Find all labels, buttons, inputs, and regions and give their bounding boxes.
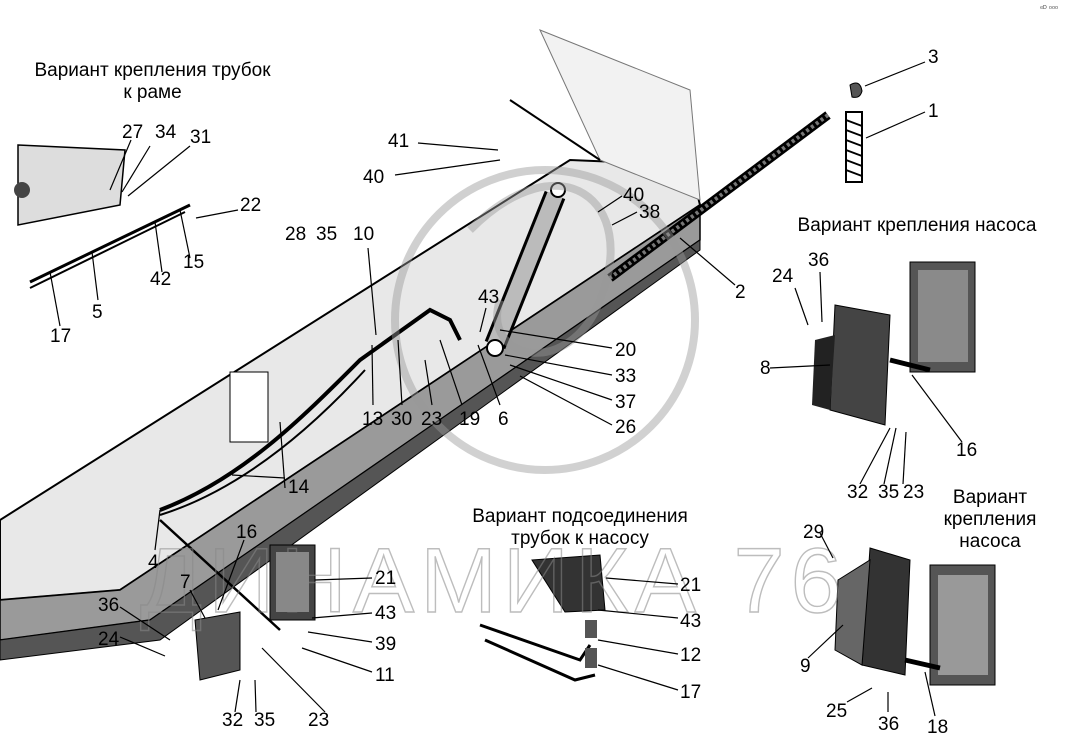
caption-tube-mount: Вариант крепления трубок к раме bbox=[10, 60, 295, 104]
callout-16b: 16 bbox=[956, 440, 977, 461]
callout-12: 12 bbox=[680, 645, 701, 666]
callout-5: 5 bbox=[92, 302, 103, 323]
caption-pump-mount-top: Вариант крепления насоса bbox=[772, 215, 1062, 237]
callout-30: 30 bbox=[391, 409, 412, 430]
leader-lines bbox=[49, 61, 963, 717]
callout-35a: 35 bbox=[316, 224, 337, 245]
caption-tube-connect-line1: Вариант подсоединения bbox=[472, 506, 688, 527]
callout-4: 4 bbox=[148, 552, 159, 573]
rod-part-2 bbox=[607, 111, 831, 282]
callout-43b: 43 bbox=[375, 603, 396, 624]
callout-13: 13 bbox=[362, 409, 383, 430]
hydraulic-cylinder bbox=[484, 182, 566, 357]
caption-pump-mount-right-line2: крепления bbox=[943, 509, 1037, 530]
watermark-logo bbox=[391, 166, 699, 474]
callout-38: 38 bbox=[639, 202, 660, 223]
spring-part-1 bbox=[845, 82, 863, 183]
callout-19: 19 bbox=[459, 409, 480, 430]
caption-tube-mount-line2: к раме bbox=[123, 82, 182, 103]
callout-6: 6 bbox=[498, 409, 509, 430]
callout-23b: 23 bbox=[308, 710, 329, 731]
callout-32a: 32 bbox=[222, 710, 243, 731]
callout-26: 26 bbox=[615, 417, 636, 438]
caption-tube-mount-line1: Вариант крепления трубок bbox=[34, 60, 271, 81]
frame-bracket-left bbox=[14, 144, 126, 226]
callout-35b: 35 bbox=[254, 710, 275, 731]
callout-21a: 21 bbox=[375, 568, 396, 589]
hydraulic-tubes bbox=[29, 99, 601, 631]
callout-43a: 43 bbox=[478, 287, 499, 308]
callout-22: 22 bbox=[240, 195, 261, 216]
callout-2: 2 bbox=[735, 282, 746, 303]
callout-36b: 36 bbox=[808, 250, 829, 271]
callout-34: 34 bbox=[155, 122, 177, 143]
callout-29: 29 bbox=[803, 522, 824, 543]
callout-16a: 16 bbox=[236, 522, 257, 543]
callout-42: 42 bbox=[150, 269, 171, 290]
callout-10: 10 bbox=[353, 224, 374, 245]
watermark: ДИНАМИКА 76 bbox=[140, 530, 848, 632]
callout-35c: 35 bbox=[878, 482, 899, 503]
tube-connection-assembly bbox=[479, 554, 606, 682]
callout-24b: 24 bbox=[772, 266, 794, 287]
callout-36c: 36 bbox=[878, 714, 899, 735]
caption-tube-connect-line2: трубок к насосу bbox=[511, 528, 649, 549]
callout-18: 18 bbox=[927, 717, 948, 736]
callout-20: 20 bbox=[615, 340, 636, 361]
callout-39: 39 bbox=[375, 634, 396, 655]
callout-1: 1 bbox=[928, 101, 939, 122]
callout-40b: 40 bbox=[623, 185, 644, 206]
callout-31: 31 bbox=[190, 127, 211, 148]
callout-40a: 40 bbox=[363, 167, 384, 188]
caption-pump-mount-right: Вариант крепления насоса bbox=[920, 487, 1060, 553]
callout-17a: 17 bbox=[50, 326, 71, 347]
callout-32b: 32 bbox=[847, 482, 868, 503]
callout-25: 25 bbox=[826, 701, 847, 722]
callout-14: 14 bbox=[288, 477, 310, 498]
corner-mark: ᵉᴰ ᵒᵒᵒ bbox=[1040, 4, 1058, 13]
caption-pump-mount-right-line1: Вариант bbox=[952, 487, 1028, 508]
callout-17b: 17 bbox=[680, 682, 701, 703]
callout-43c: 43 bbox=[680, 611, 701, 632]
pump-lower-left bbox=[194, 544, 316, 681]
pump-upper bbox=[812, 261, 976, 426]
callout-24a: 24 bbox=[98, 629, 120, 650]
callout-33: 33 bbox=[615, 366, 636, 387]
callout-numbers: 3 1 2 41 40 40 38 27 34 31 22 15 42 5 17… bbox=[50, 47, 977, 736]
callout-11: 11 bbox=[375, 665, 395, 686]
callout-23a: 23 bbox=[421, 409, 442, 430]
callout-41: 41 bbox=[388, 131, 409, 152]
callout-3: 3 bbox=[928, 47, 939, 68]
callout-9: 9 bbox=[800, 656, 811, 677]
callout-36a: 36 bbox=[98, 595, 119, 616]
callout-8: 8 bbox=[760, 358, 771, 379]
callout-28: 28 bbox=[285, 224, 306, 245]
callout-27: 27 bbox=[122, 122, 143, 143]
caption-pump-mount-top-text: Вариант крепления насоса bbox=[797, 215, 1037, 236]
caption-pump-mount-right-line3: насоса bbox=[959, 531, 1021, 552]
caption-tube-connect: Вариант подсоединения трубок к насосу bbox=[440, 506, 720, 550]
callout-7: 7 bbox=[180, 572, 191, 593]
callout-37: 37 bbox=[615, 392, 636, 413]
callout-15: 15 bbox=[183, 252, 204, 273]
callout-23c: 23 bbox=[903, 482, 924, 503]
callout-21b: 21 bbox=[680, 575, 701, 596]
pump-lower bbox=[834, 547, 996, 686]
